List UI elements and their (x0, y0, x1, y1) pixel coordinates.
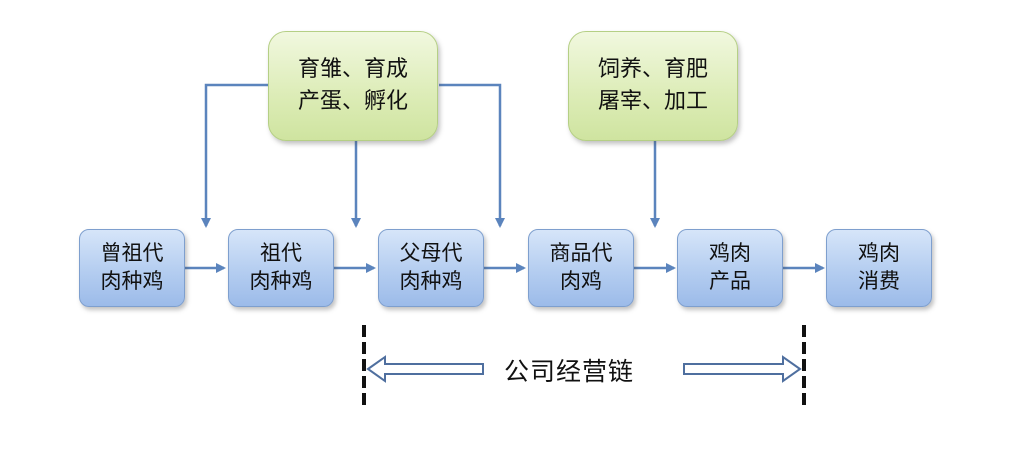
chain-box-line2: 消费 (858, 269, 900, 293)
chain-box-line1: 父母代 (399, 241, 463, 266)
left-hollow-arrow (366, 355, 484, 383)
process-box-line2: 产蛋、孵化 (297, 89, 408, 114)
chain-box-line1: 鸡肉 (709, 241, 751, 266)
chain-box-line2: 肉鸡 (560, 269, 602, 293)
chain-box-line2: 肉种鸡 (399, 269, 463, 293)
chain-box-line1: 祖代 (260, 241, 302, 266)
process-1-right-connector (439, 83, 505, 228)
chain-box-grandparent-broiler: 祖代 肉种鸡 (228, 229, 334, 307)
chain-box-commercial-broiler: 商品代 肉鸡 (528, 229, 634, 307)
company-chain-label: 公司经营链 (503, 357, 634, 386)
process-box-line2: 屠宰、加工 (597, 89, 708, 114)
process-1-left-connector (201, 83, 268, 228)
chain-box-line2: 肉种鸡 (100, 269, 164, 293)
chain-box-line1: 商品代 (549, 241, 613, 266)
process-box-line1: 饲养、育肥 (597, 57, 708, 83)
chain-box-line2: 肉种鸡 (249, 269, 313, 293)
chain-box-chicken-products: 鸡肉 产品 (677, 229, 783, 307)
process-box-breeding-hatching: 育雏、育成 产蛋、孵化 (268, 31, 438, 141)
chain-box-line1: 鸡肉 (858, 241, 900, 266)
chain-box-chicken-consumption: 鸡肉 消费 (826, 229, 932, 307)
right-hollow-arrow (683, 355, 802, 383)
chain-box-line1: 曾祖代 (100, 241, 164, 266)
chain-box-great-grandparent-broiler: 曾祖代 肉种鸡 (79, 229, 185, 307)
process-box-feeding-processing: 饲养、育肥 屠宰、加工 (568, 31, 738, 141)
chain-box-line2: 产品 (709, 269, 751, 293)
process-box-line1: 育雏、育成 (297, 57, 408, 83)
chain-box-parent-broiler: 父母代 肉种鸡 (378, 229, 484, 307)
